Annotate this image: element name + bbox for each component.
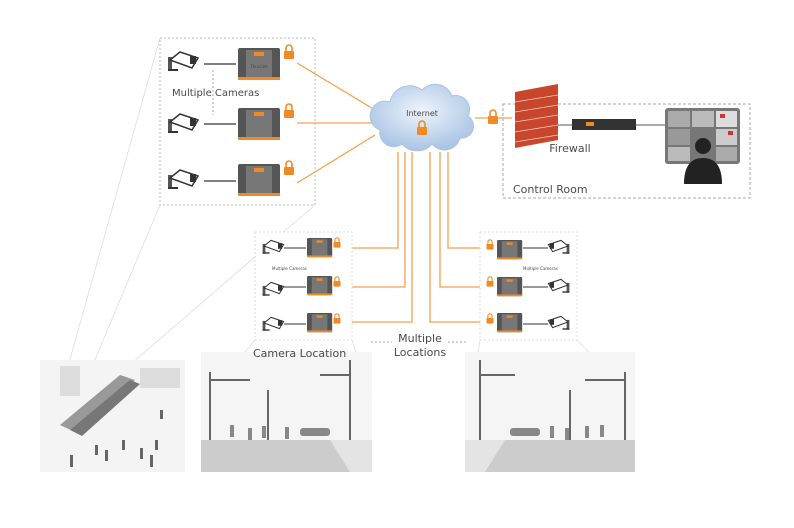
left-camera-location: Multiple Cameras (254, 231, 353, 341)
server-rack (572, 119, 636, 130)
svg-text:Multiple: Multiple (398, 332, 442, 345)
svg-text:Locations: Locations (394, 346, 447, 359)
firewall-icon: Firewall (514, 84, 591, 155)
thrulink-device (497, 277, 523, 297)
thrulink-device (307, 276, 333, 296)
internet-cloud: Internet (369, 83, 474, 152)
device-label: ThruLink (249, 64, 268, 69)
lock-icon (487, 109, 499, 125)
control-room-label: Control Room (513, 183, 588, 196)
escalator-scene (40, 360, 185, 472)
thrulink-device (307, 238, 333, 258)
street-scene-left (201, 352, 372, 472)
camera-location-label: Camera Location (253, 347, 346, 360)
right-camera-location: Multiple Cameras (479, 231, 578, 341)
multiple-cameras-label: Multiple Cameras (272, 266, 307, 271)
street-scene-right (465, 352, 635, 472)
thrulink-device (238, 164, 280, 196)
multiple-cameras-label: Multiple Cameras (172, 88, 259, 99)
monitor-wall (665, 108, 740, 184)
multiple-locations-label: Multiple Locations (371, 332, 468, 359)
firewall-label: Firewall (549, 142, 590, 155)
internet-label: Internet (406, 109, 438, 118)
top-camera-group: ThruLink Multiple Cameras (159, 37, 316, 206)
thrulink-device (497, 240, 523, 260)
control-room: Control Room (502, 103, 751, 199)
thrulink-device (307, 313, 333, 333)
thrulink-device (497, 313, 523, 333)
thrulink-device (238, 108, 280, 140)
multiple-cameras-label: Multiple Cameras (523, 266, 558, 271)
